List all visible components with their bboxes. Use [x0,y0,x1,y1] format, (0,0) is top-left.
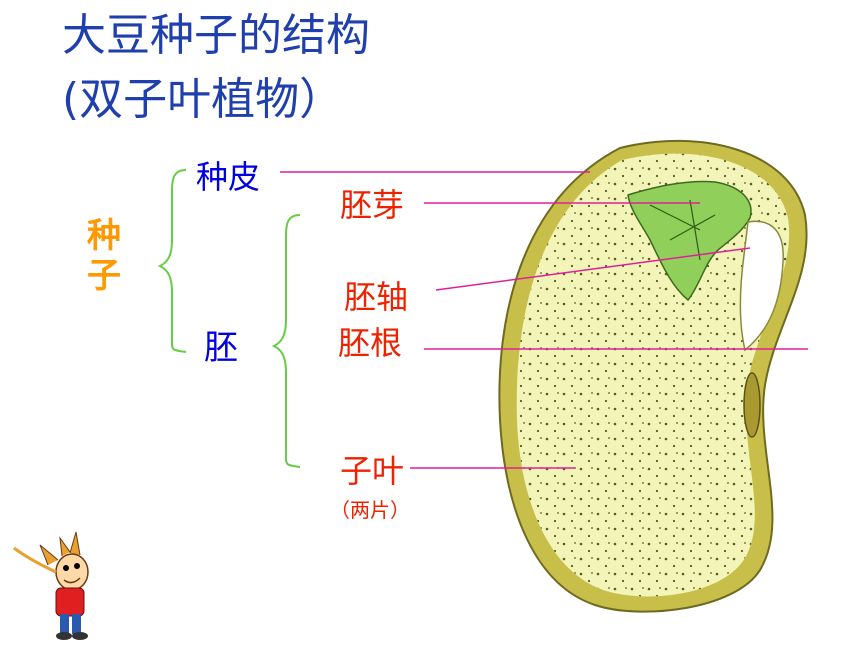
seed-coat-label: 种皮 [196,158,261,196]
hypocotyl-pointer [435,247,751,291]
cartoon-boy-icon [13,531,89,640]
plumule-label: 胚芽 [340,186,405,224]
radicle-shape [739,220,784,352]
embryo-brace [271,214,301,468]
embryo-label: 胚 [204,328,238,368]
cotyledon-note: （两片） [330,498,410,522]
seed-label: 种子 [87,216,121,296]
hypocotyl-label: 胚轴 [344,278,409,316]
page-title: 大豆种子的结构 [62,10,370,61]
plumule-shape [627,180,752,302]
seed-brace [157,169,187,353]
radicle-label: 胚根 [338,324,403,362]
page-subtitle: (双子叶植物） [62,74,344,125]
cotyledon-label: 子叶 [340,452,405,490]
hilum-shape [743,372,761,438]
